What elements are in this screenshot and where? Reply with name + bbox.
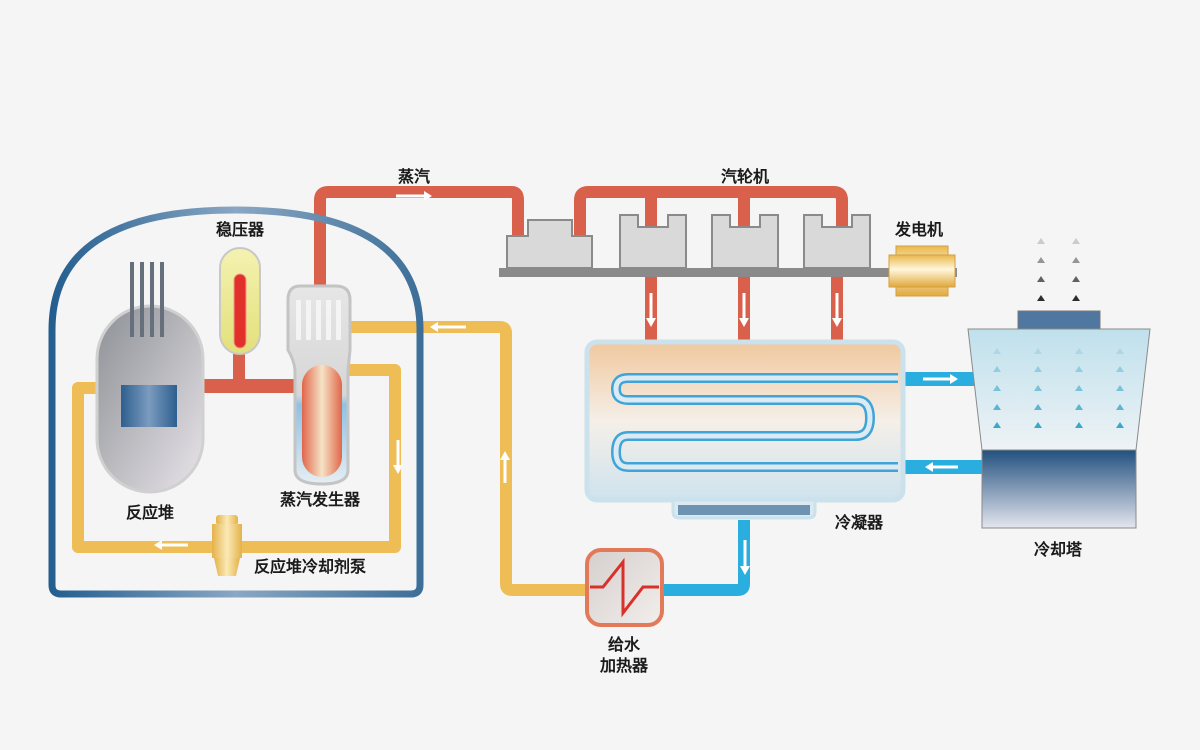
label-reactor: 反应堆	[126, 503, 174, 522]
droplet	[1116, 385, 1124, 391]
droplet	[1072, 276, 1080, 282]
reactor-vessel	[95, 262, 205, 494]
label-steam: 蒸汽	[398, 167, 430, 186]
label-turbine: 汽轮机	[721, 167, 769, 186]
control-rod	[140, 262, 144, 337]
droplet	[1034, 404, 1042, 410]
flow-arrows	[154, 191, 958, 575]
arrow-down-icon	[739, 293, 749, 327]
label-cooling-tower: 冷却塔	[1034, 540, 1083, 559]
droplet	[1034, 366, 1042, 372]
arrow-down-icon	[740, 540, 750, 575]
droplet	[1034, 385, 1042, 391]
pressurizer-surge-line	[233, 350, 245, 385]
arrow-left-icon	[430, 322, 466, 332]
droplet	[1072, 257, 1080, 263]
control-rod	[160, 262, 164, 337]
label-generator: 发电机	[894, 220, 943, 239]
reactor-core	[121, 385, 177, 427]
control-rod	[130, 262, 134, 337]
droplet	[1034, 422, 1042, 428]
steam-generator	[286, 284, 352, 486]
hot-leg-pipe	[195, 379, 305, 393]
droplet	[1072, 238, 1080, 244]
main-steam-pipe	[314, 186, 524, 292]
arrow-right-icon	[396, 191, 432, 201]
control-rod	[150, 262, 154, 337]
droplet	[1037, 257, 1045, 263]
droplet	[1075, 422, 1083, 428]
feedwater-heater	[585, 548, 664, 627]
arrow-right-icon	[923, 374, 958, 384]
lp-turbine-3	[803, 214, 871, 269]
droplet	[993, 422, 1001, 428]
label-pressurizer: 稳压器	[216, 220, 265, 239]
droplet	[1116, 422, 1124, 428]
label-condenser: 冷凝器	[835, 513, 884, 532]
lp-turbine-1	[619, 214, 687, 269]
label-feedwater-heater-2: 加热器	[599, 656, 649, 675]
droplet	[1034, 348, 1042, 354]
droplet	[993, 348, 1001, 354]
containment-building	[48, 206, 424, 598]
cooling-tower-spray	[993, 348, 1124, 428]
hp-turbine	[506, 219, 593, 269]
droplet	[993, 366, 1001, 372]
droplet	[1116, 348, 1124, 354]
droplet	[1075, 404, 1083, 410]
arrow-down-icon	[832, 293, 842, 327]
droplet	[1037, 276, 1045, 282]
cooling-tower	[967, 310, 1151, 529]
lp-turbine-2	[711, 214, 779, 269]
arrow-left-icon	[154, 540, 188, 550]
label-feedwater-heater-1: 给水	[608, 635, 641, 654]
droplet	[1075, 385, 1083, 391]
droplet	[1116, 366, 1124, 372]
arrow-down-icon	[393, 440, 403, 474]
droplet	[1075, 348, 1083, 354]
arrow-up-icon	[500, 451, 510, 483]
droplet	[1116, 404, 1124, 410]
droplet	[993, 404, 1001, 410]
turbine-steam-header	[574, 186, 848, 236]
vapor-plume	[1037, 238, 1080, 301]
turbine	[499, 214, 957, 277]
condenser	[584, 339, 906, 520]
droplet	[1072, 295, 1080, 301]
arrow-left-icon	[925, 462, 958, 472]
generator	[888, 245, 956, 297]
droplet	[993, 385, 1001, 391]
reactor-coolant-pump	[212, 515, 242, 576]
label-coolant-pump: 反应堆冷却剂泵	[254, 557, 366, 576]
arrow-down-icon	[646, 293, 656, 327]
droplet	[1037, 295, 1045, 301]
label-steam-generator: 蒸汽发生器	[280, 490, 361, 509]
condensate-pipe	[660, 520, 750, 596]
pressurizer	[219, 247, 261, 355]
turbine-shaft	[499, 268, 957, 277]
droplet	[1037, 238, 1045, 244]
droplet	[1075, 366, 1083, 372]
